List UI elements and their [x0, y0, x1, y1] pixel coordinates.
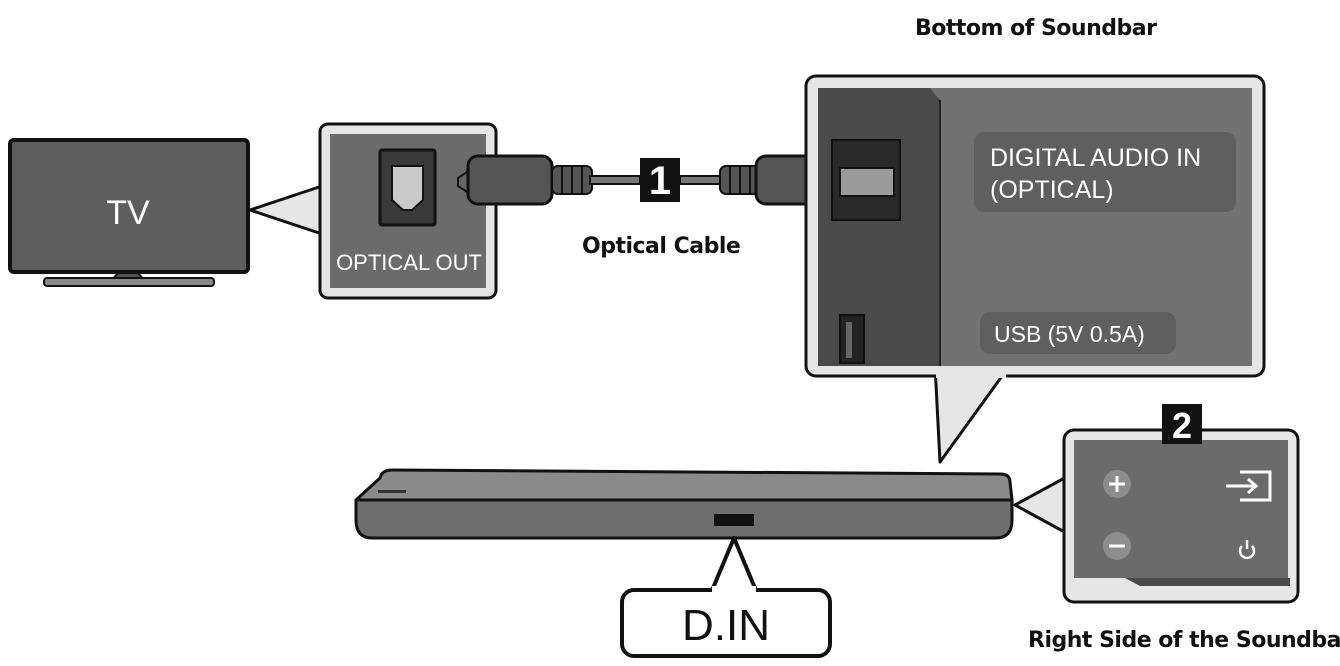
bottom-dark-edge: [818, 88, 940, 366]
soundbar: [354, 468, 1014, 540]
optical-cable: 1: [457, 154, 853, 206]
digital-audio-label-line2: (OPTICAL): [990, 176, 1114, 204]
cable-left-wire: [589, 175, 641, 185]
optical-in-socket: [839, 167, 895, 197]
usb-port-tongue: [846, 322, 852, 358]
soundbar-logo: [378, 490, 406, 493]
cable-left-plug: [466, 154, 554, 206]
tv-callout-pointer: [248, 183, 327, 237]
optical-cable-caption: Optical Cable: [582, 234, 741, 259]
soundbar-front: [354, 498, 1014, 540]
soundbar-display: [714, 514, 754, 526]
bottom-of-soundbar-caption: Bottom of Soundbar: [915, 16, 1157, 41]
usb-label: USB (5V 0.5A): [994, 321, 1145, 347]
power-icon: [1238, 540, 1256, 560]
right-side-callout: 2: [1013, 404, 1300, 604]
step-2-badge: [1162, 404, 1202, 444]
bottom-callout-pointer: [933, 363, 1012, 464]
cable-right-wire: [679, 175, 725, 185]
din-callout: D.IN: [620, 536, 832, 658]
bottom-callout-pointer-join: [936, 366, 1006, 378]
step-1-label: 1: [649, 159, 671, 203]
right-callout-pointer: [1013, 473, 1072, 537]
optical-out-label: OPTICAL OUT: [336, 250, 482, 275]
tv-stand-base: [43, 277, 215, 287]
digital-audio-label-plate: [974, 132, 1236, 212]
right-panel-base: [1125, 578, 1290, 586]
tv: TV: [8, 138, 250, 287]
digital-audio-label-line1: DIGITAL AUDIO IN: [990, 144, 1201, 172]
step-1-badge: [640, 158, 680, 202]
soundbar-bottom-callout: DIGITAL AUDIO IN (OPTICAL) USB (5V 0.5A): [804, 74, 1266, 464]
right-side-caption: Right Side of the Soundbar: [1028, 628, 1340, 653]
input-source-icon: [1226, 470, 1272, 502]
din-label: D.IN: [682, 601, 770, 650]
right-callout-panel: [1074, 440, 1288, 578]
soundbar-top: [354, 468, 1014, 502]
usb-label-plate: [980, 312, 1176, 354]
tv-label: TV: [106, 194, 150, 232]
tv-optical-out-panel: OPTICAL OUT: [318, 122, 498, 300]
optical-out-port-socket: [391, 165, 424, 211]
step-2-label: 2: [1172, 405, 1192, 446]
